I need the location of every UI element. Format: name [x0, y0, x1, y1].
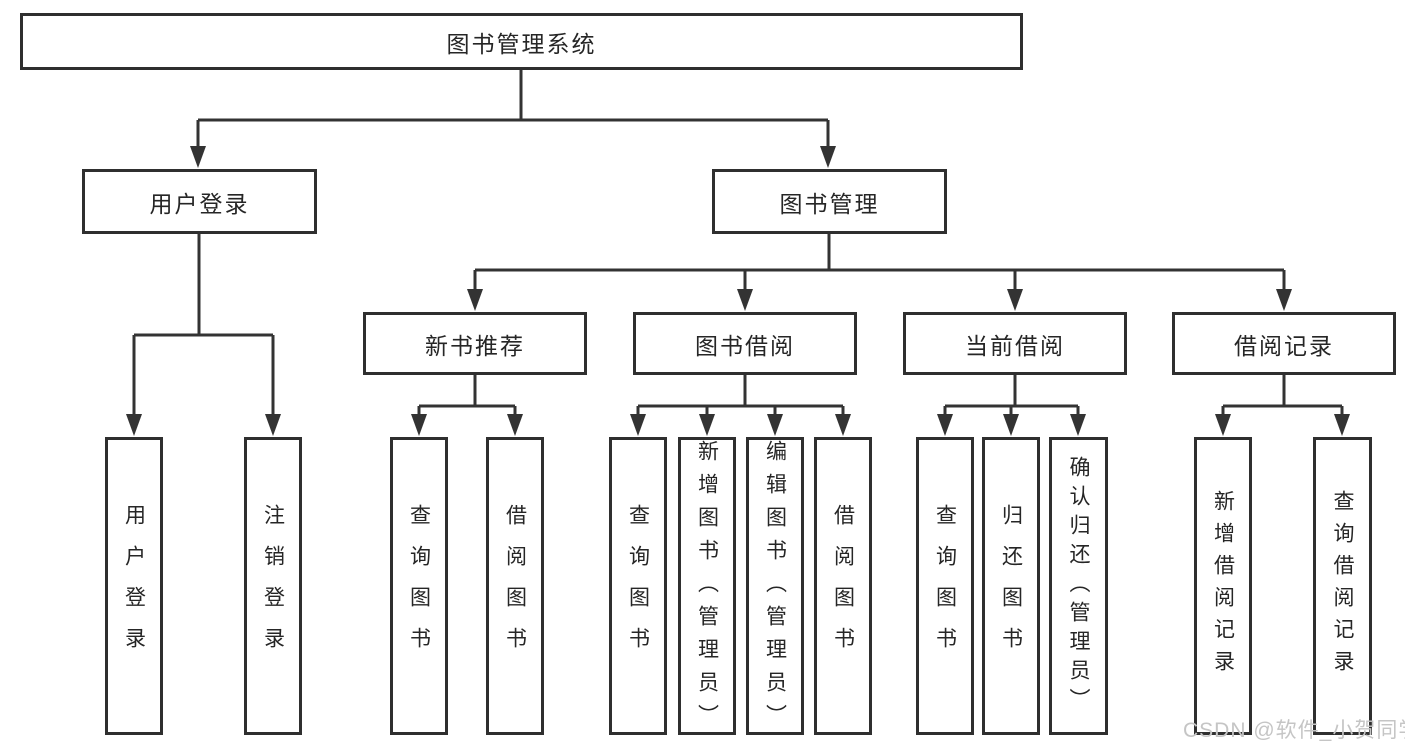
arrow-down-icon	[1007, 289, 1023, 311]
arrow-down-icon	[737, 289, 753, 311]
arrow-down-icon	[820, 146, 836, 168]
leaf-add-book-admin: 新增图书（管理员）	[678, 437, 736, 737]
arrow-down-icon	[1334, 414, 1350, 436]
arrow-down-icon	[1276, 289, 1292, 311]
arrow-down-icon	[467, 289, 483, 311]
connector-root-to-level2	[190, 70, 836, 168]
arrow-down-icon	[411, 414, 427, 436]
arrow-down-icon	[1070, 414, 1086, 436]
node-book-management: 图书管理	[712, 169, 947, 234]
arrow-down-icon	[190, 146, 206, 168]
node-label: 用户登录	[149, 190, 250, 217]
leaf-query-books-borrow: 查询图书	[609, 437, 667, 735]
watermark: CSDN @软件_小贺同学	[1183, 719, 1405, 742]
connector-user-login-children	[126, 234, 281, 436]
arrow-down-icon	[1003, 414, 1019, 436]
node-label: 查询图书	[933, 504, 957, 668]
leaf-query-borrow-record: 查询借阅记录	[1313, 437, 1372, 735]
leaf-query-books-current: 查询图书	[916, 437, 974, 735]
connector-book-management-children	[467, 234, 1292, 311]
arrow-down-icon	[507, 414, 523, 436]
node-new-book-recommend: 新书推荐	[363, 312, 587, 375]
node-label: 查询图书	[626, 504, 650, 668]
arrow-down-icon	[1215, 414, 1231, 436]
leaf-query-books-recommend: 查询图书	[390, 437, 448, 735]
leaf-borrow-books: 借阅图书	[814, 437, 872, 735]
node-label: 当前借阅	[965, 332, 1065, 359]
leaf-user-login: 用户登录	[105, 437, 163, 735]
node-label: 新增图书（管理员）	[695, 440, 719, 737]
leaf-confirm-return-admin: 确认归还（管理员）	[1049, 437, 1108, 735]
node-current-borrow: 当前借阅	[903, 312, 1127, 375]
node-label: 借阅图书	[503, 504, 527, 668]
node-label: 图书借阅	[695, 332, 795, 359]
arrow-down-icon	[265, 414, 281, 436]
leaf-return-book: 归还图书	[982, 437, 1040, 735]
arrow-down-icon	[937, 414, 953, 436]
node-label: 借阅记录	[1234, 332, 1334, 359]
node-label: 注销登录	[261, 504, 285, 668]
node-label: 新书推荐	[425, 332, 525, 359]
node-user-login: 用户登录	[82, 169, 317, 234]
connector-current-borrow-children	[937, 375, 1086, 436]
node-label: 新增借阅记录	[1211, 490, 1235, 682]
leaf-borrow-books-recommend: 借阅图书	[486, 437, 544, 735]
node-label: 查询借阅记录	[1331, 490, 1354, 682]
arrow-down-icon	[835, 414, 851, 436]
node-label: 借阅图书	[831, 504, 855, 668]
leaf-add-borrow-record: 新增借阅记录	[1194, 437, 1252, 735]
connector-borrow-record-children	[1215, 375, 1350, 436]
node-label: 查询图书	[407, 504, 431, 668]
node-label: 图书管理	[779, 190, 880, 217]
arrow-down-icon	[630, 414, 646, 436]
node-root-library-system: 图书管理系统	[20, 13, 1023, 70]
node-label: 编辑图书（管理员）	[763, 440, 787, 737]
arrow-down-icon	[699, 414, 715, 436]
node-label: 用户登录	[122, 504, 146, 668]
arrow-down-icon	[767, 414, 783, 436]
node-label: 归还图书	[999, 504, 1023, 668]
node-book-borrow: 图书借阅	[633, 312, 857, 375]
connector-new-book-children	[411, 375, 523, 436]
node-borrow-records: 借阅记录	[1172, 312, 1396, 375]
leaf-logout-login: 注销登录	[244, 437, 302, 735]
connector-book-borrow-children	[630, 375, 851, 436]
leaf-edit-book-admin: 编辑图书（管理员）	[746, 437, 804, 737]
node-label: 确认归还（管理员）	[1067, 455, 1090, 717]
node-label: 图书管理系统	[446, 30, 597, 57]
arrow-down-icon	[126, 414, 142, 436]
